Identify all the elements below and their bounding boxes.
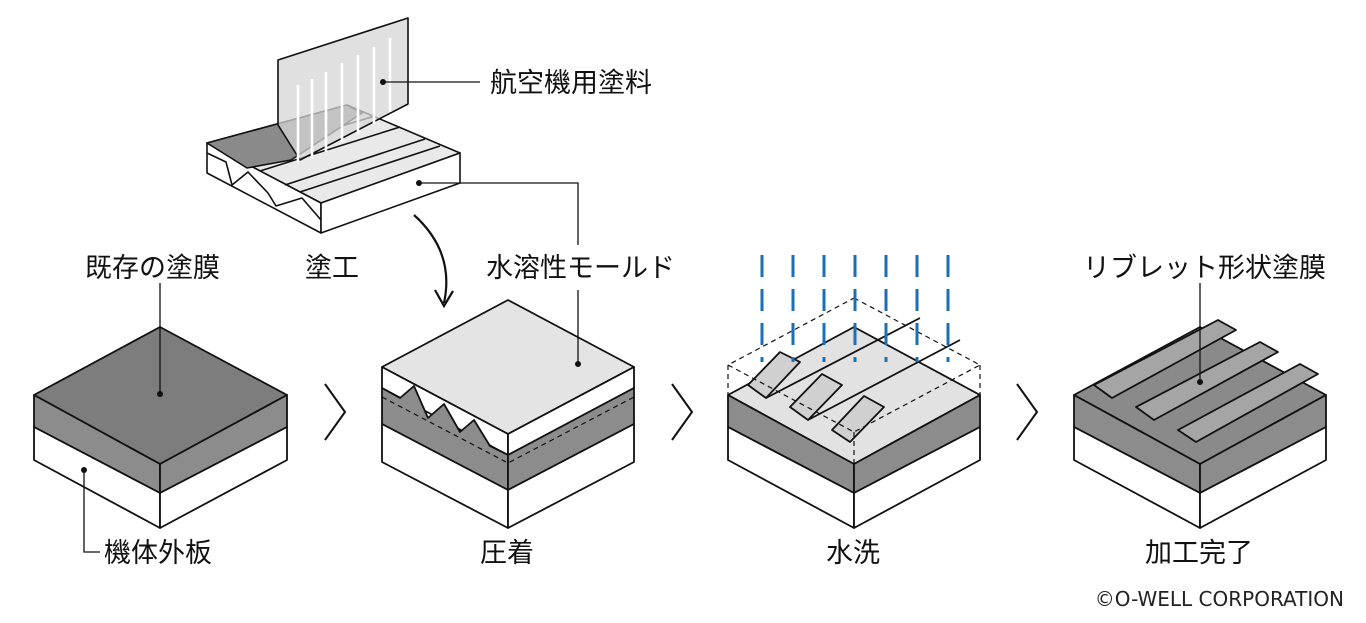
leader-dot-riblet bbox=[1197, 379, 1203, 385]
label-water-soluble-mold: 水溶性モールド bbox=[486, 253, 675, 284]
leader-dot-aircraft-paint bbox=[380, 79, 386, 85]
curved-arrow-icon bbox=[413, 214, 448, 304]
block3-skin-right bbox=[853, 426, 981, 529]
block3-rib bbox=[789, 373, 843, 421]
mold-profile bbox=[206, 152, 322, 221]
leader-dot-mold-block2 bbox=[575, 361, 581, 367]
label-aircraft-paint: 航空機用塗料 bbox=[490, 68, 652, 99]
block-water-wash bbox=[727, 317, 981, 529]
block4-skin-right bbox=[1199, 426, 1327, 529]
step-label-finished: 加工完了 bbox=[1145, 538, 1253, 569]
block1-skin-right bbox=[159, 426, 288, 529]
mold-groove bbox=[299, 145, 441, 193]
block-pressing bbox=[381, 299, 635, 529]
block3-rib bbox=[747, 351, 801, 399]
block3-removed-mold-dashed bbox=[726, 297, 982, 464]
leader-mold bbox=[419, 182, 579, 245]
leader-aircraft-skin bbox=[83, 470, 100, 553]
water-spray-icon bbox=[760, 255, 950, 362]
coating-illustration bbox=[206, 17, 461, 234]
leader-dot-mold bbox=[416, 180, 422, 186]
step-arrow-icon bbox=[324, 383, 347, 441]
step-arrow-icon bbox=[1016, 383, 1039, 441]
block4-rib bbox=[1135, 341, 1279, 421]
curved-arrow-head bbox=[434, 289, 454, 309]
block3-rib-line bbox=[807, 339, 961, 421]
leader-dot-existing-film bbox=[157, 391, 163, 397]
paint-streaks bbox=[296, 38, 392, 162]
mold-groove bbox=[259, 126, 401, 172]
block3-rib bbox=[831, 395, 885, 443]
step-label-water-wash: 水洗 bbox=[826, 538, 880, 569]
block3-rib-line bbox=[765, 317, 921, 399]
block2-original-surface-dashed bbox=[381, 396, 635, 464]
label-aircraft-skin: 機体外板 bbox=[104, 538, 212, 569]
leader-dot-aircraft-skin bbox=[81, 467, 87, 473]
mold-groove bbox=[284, 138, 426, 186]
label-riblet-film: リブレット形状塗膜 bbox=[1083, 253, 1326, 284]
copyright: ©O-WELL CORPORATION bbox=[1095, 587, 1344, 611]
step-arrow-icon bbox=[671, 383, 694, 441]
block4-rib bbox=[1177, 363, 1319, 443]
label-coating: 塗工 bbox=[305, 253, 359, 284]
label-existing-film: 既存の塗膜 bbox=[85, 253, 220, 284]
step-label-pressing: 圧着 bbox=[480, 538, 534, 569]
block2-skin-right bbox=[507, 423, 635, 529]
